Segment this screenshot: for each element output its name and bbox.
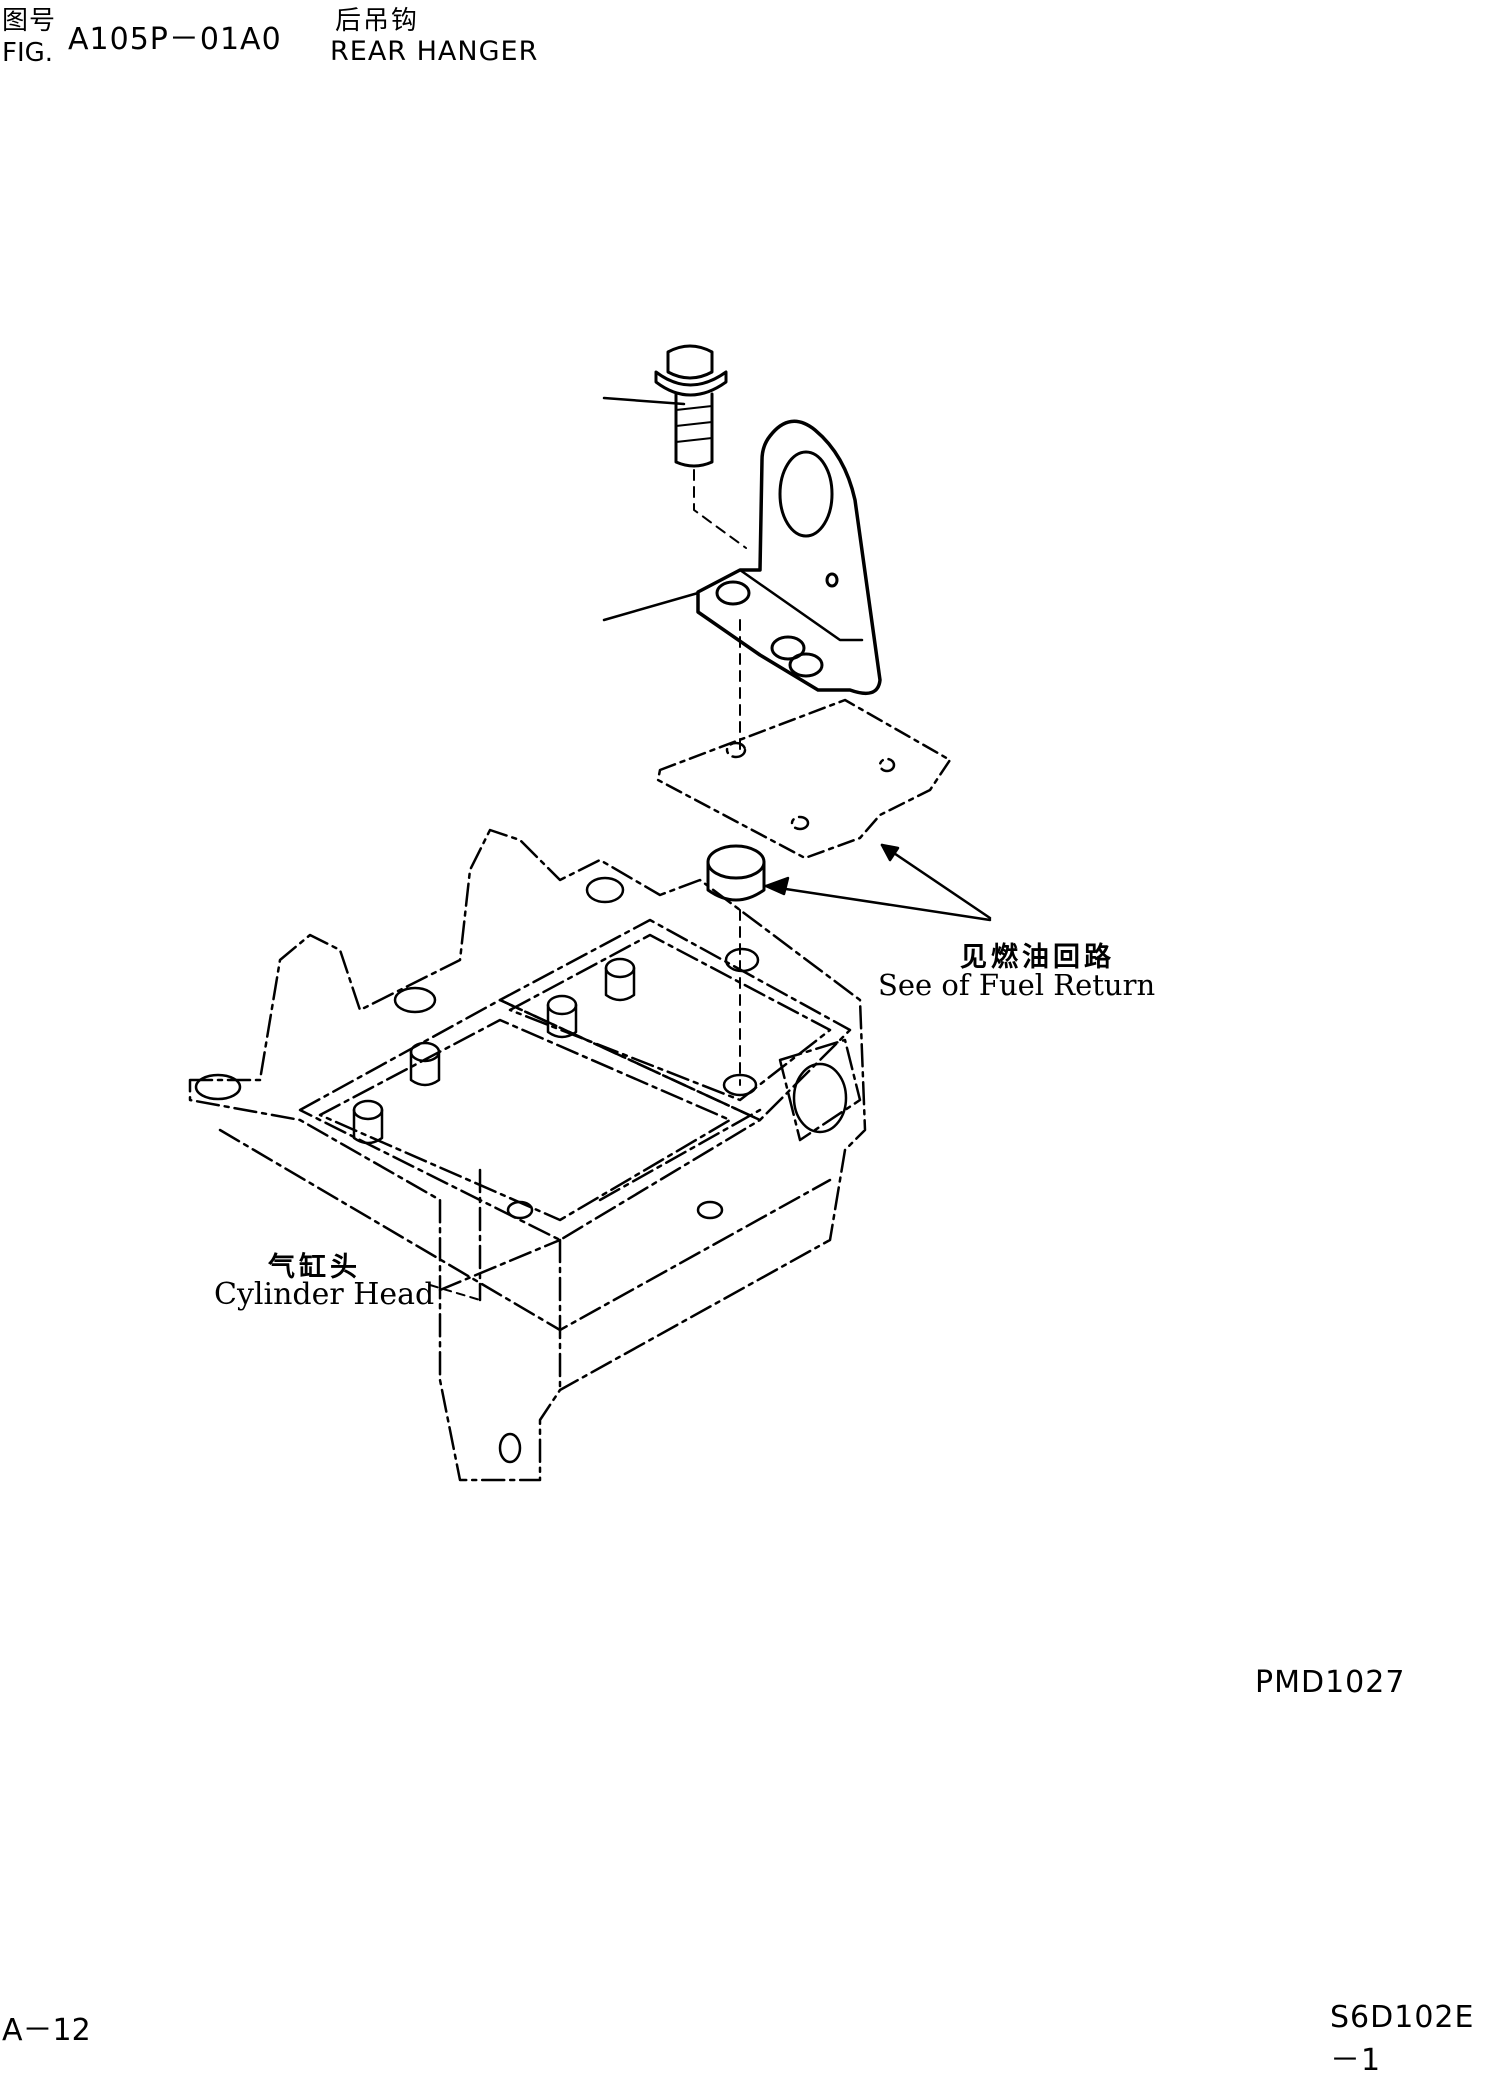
fig-label-en: FIG. [2, 38, 54, 68]
bracket-leader-line [602, 591, 700, 622]
figure-title-cn: 后吊钩 [335, 6, 420, 36]
figure-header: 图号 FIG. A105P－01A0 后吊钩 REAR HANGER [0, 0, 700, 70]
cylinder-head-details [194, 876, 848, 1464]
bolt [654, 344, 747, 549]
model-number: S6D102E－1 [1330, 2000, 1475, 2078]
cylinder-head-leader-line [429, 1284, 481, 1301]
drawing-code: PMD1027 [1255, 1665, 1406, 1700]
gasket-plate [656, 698, 952, 860]
page-number: A－12 [2, 2013, 91, 2048]
cylinder-head-label-en: Cylinder Head [214, 1277, 435, 1312]
spacer-collar [706, 844, 766, 1086]
bolt-leader-line [602, 396, 686, 406]
figure-title-en: REAR HANGER [330, 36, 539, 67]
fuel-return-label-cn: 见燃油回路 [960, 942, 1115, 973]
fig-label-cn: 图号 [2, 6, 57, 36]
rear-hanger-bracket [696, 419, 882, 751]
fuel-return-label-en: See of Fuel Return [878, 968, 1156, 1002]
fuel-return-arrows [764, 843, 992, 922]
cylinder-head-label-cn: 气缸头 [268, 1252, 361, 1283]
figure-number: A105P－01A0 [68, 22, 282, 57]
cylinder-head [188, 828, 867, 1482]
